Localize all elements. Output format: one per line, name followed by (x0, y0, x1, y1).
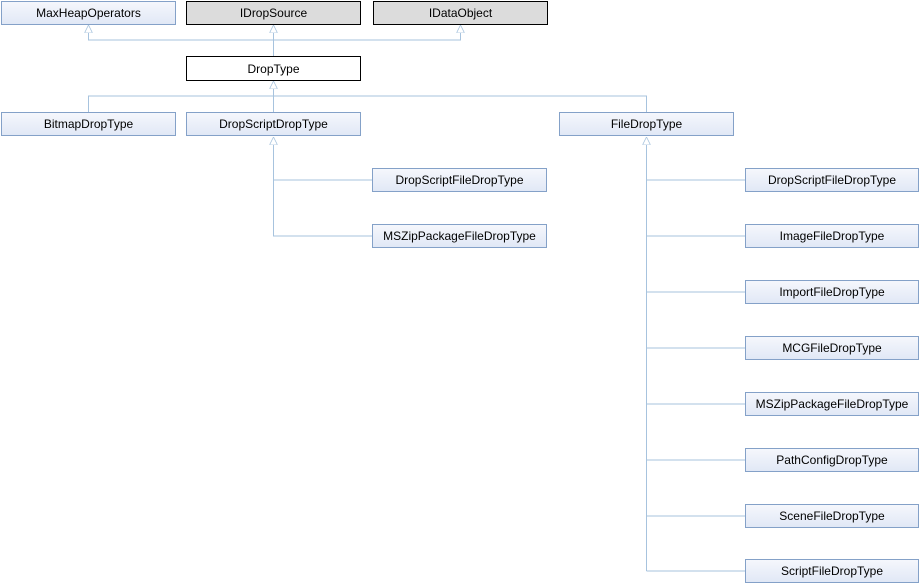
node-scriptfiledroptype[interactable]: ScriptFileDropType (745, 559, 919, 583)
node-mszippackagefiledroptype-a[interactable]: MSZipPackageFileDropType (372, 224, 547, 248)
node-idataobject: IDataObject (373, 1, 548, 25)
edge-filedroptype-to-droptype (273, 95, 647, 112)
node-maxheapoperators[interactable]: MaxHeapOperators (1, 1, 176, 25)
node-bitmapdroptype[interactable]: BitmapDropType (1, 112, 176, 136)
node-filedroptype[interactable]: FileDropType (559, 112, 734, 136)
edge-droptype-to-maxheapoperators (88, 25, 274, 56)
edge-droptype-to-idataobject (273, 25, 461, 41)
node-pathconfigdroptype[interactable]: PathConfigDropType (745, 448, 919, 472)
node-idropsource: IDropSource (186, 1, 361, 25)
node-scenefiledroptype[interactable]: SceneFileDropType (745, 504, 919, 528)
node-dropscriptfiledroptype-a[interactable]: DropScriptFileDropType (372, 168, 547, 192)
node-importfiledroptype[interactable]: ImportFileDropType (745, 280, 919, 304)
node-dropscriptfiledroptype-b[interactable]: DropScriptFileDropType (745, 168, 919, 192)
edge-bitmapdroptype-to-droptype (88, 95, 274, 112)
node-mcgfiledroptype[interactable]: MCGFileDropType (745, 336, 919, 360)
node-mszippackagefiledroptype-b[interactable]: MSZipPackageFileDropType (745, 392, 919, 416)
node-dropscriptdroptype[interactable]: DropScriptDropType (186, 112, 361, 136)
edge-dropscriptfiledroptype-a-to-dropscriptdroptype (274, 137, 372, 181)
edge-mszippackagefiledroptype-a-to-dropscriptdroptype (273, 180, 372, 237)
node-imagefiledroptype[interactable]: ImageFileDropType (745, 224, 919, 248)
node-droptype: DropType (186, 56, 361, 81)
